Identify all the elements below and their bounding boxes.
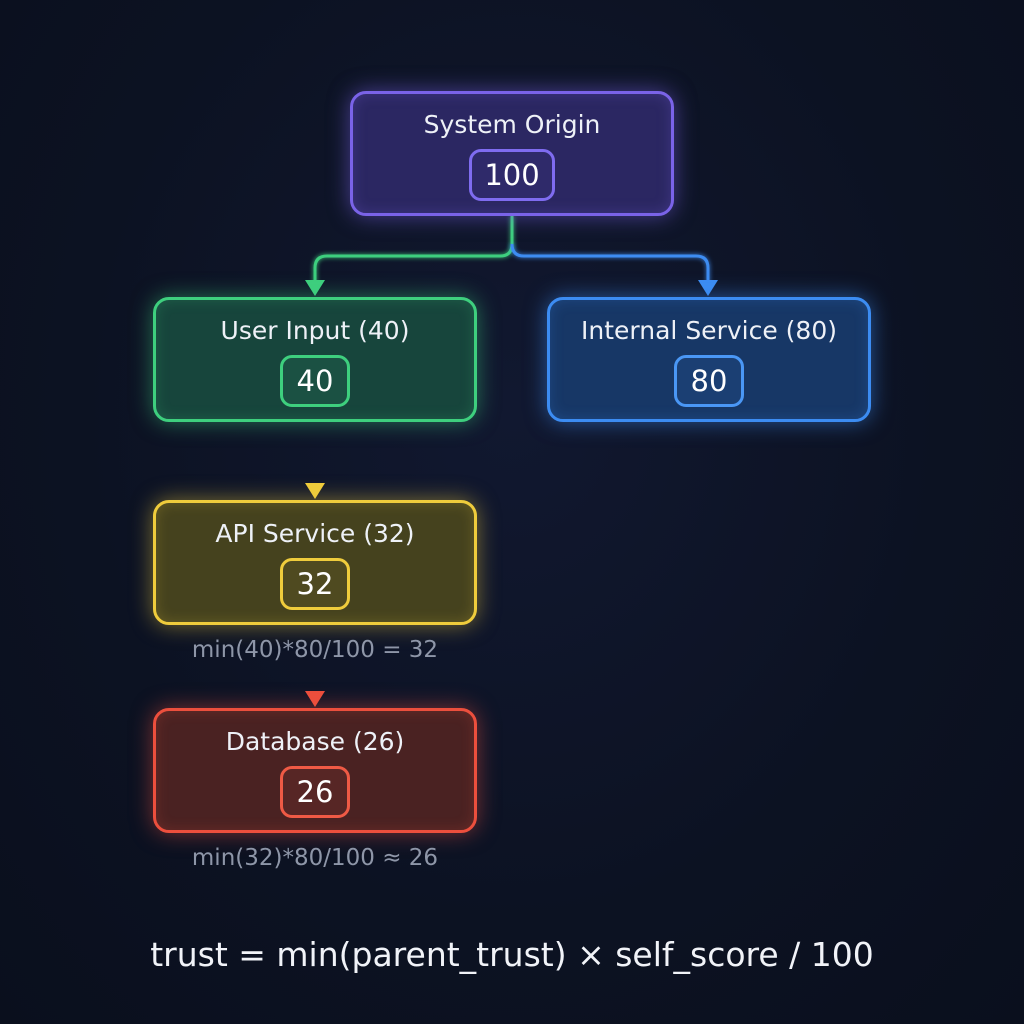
- trust-score-badge: 32: [280, 558, 350, 610]
- node-database: Database (26) 26: [153, 708, 477, 833]
- trust-score-badge: 26: [280, 766, 350, 818]
- node-internal-service: Internal Service (80) 80: [547, 297, 871, 422]
- trust-formula: trust = min(parent_trust) × self_score /…: [150, 935, 874, 974]
- api-service-calculation: min(40)*80/100 = 32: [191, 637, 439, 663]
- node-title: Internal Service (80): [581, 316, 837, 345]
- arrowhead-internal-service: [698, 280, 718, 296]
- arrowhead-api-service: [305, 483, 325, 499]
- node-title: API Service (32): [215, 519, 415, 548]
- node-title: Database (26): [225, 727, 405, 756]
- node-title: User Input (40): [220, 316, 410, 345]
- node-title: System Origin: [423, 110, 601, 139]
- arrowhead-database: [305, 691, 325, 707]
- database-calculation: min(32)*80/100 ≈ 26: [191, 845, 439, 871]
- trust-score-badge: 40: [280, 355, 350, 407]
- trust-score-badge: 100: [469, 149, 555, 201]
- edge-origin-to-user-input: [313, 216, 514, 283]
- node-api-service: API Service (32) 32: [153, 500, 477, 625]
- arrowhead-user-input: [305, 280, 325, 296]
- node-user-input: User Input (40) 40: [153, 297, 477, 422]
- trust-score-badge: 80: [674, 355, 744, 407]
- node-system-origin: System Origin 100: [350, 91, 674, 216]
- edge-origin-to-internal-service: [510, 243, 710, 283]
